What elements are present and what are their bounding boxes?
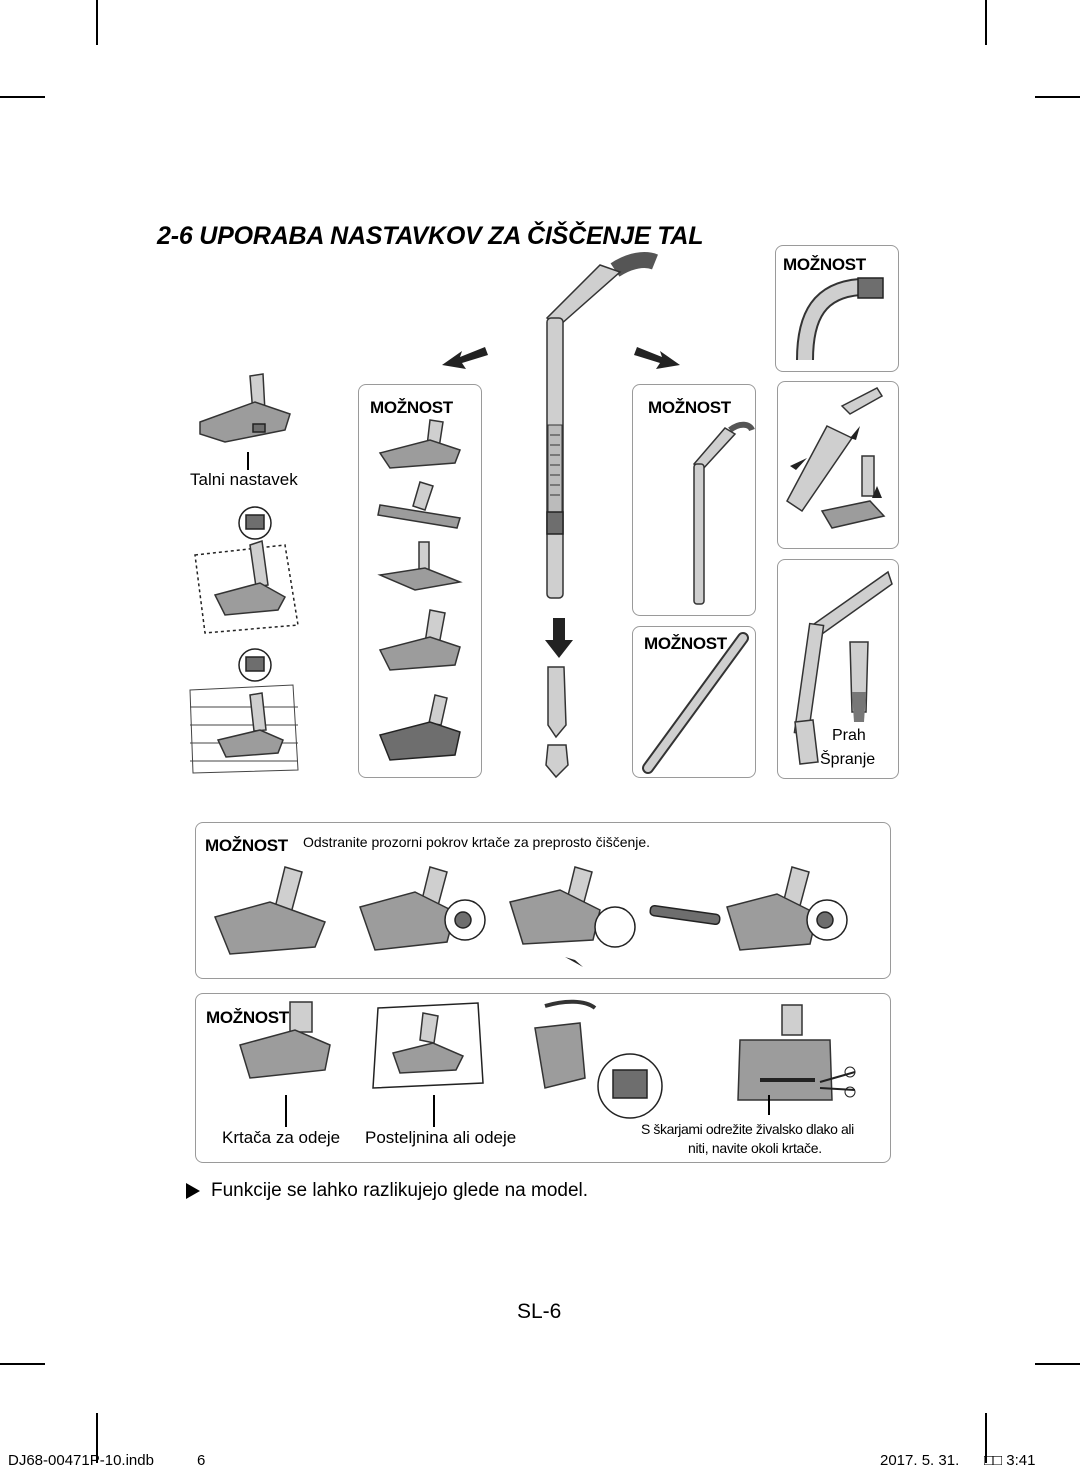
- pointer-line: [285, 1095, 287, 1127]
- hose-option-box: [775, 245, 899, 372]
- option-label: MOŽNOST: [648, 398, 731, 417]
- footer-page: 6: [197, 1452, 206, 1469]
- dust-label: Prah: [832, 727, 866, 744]
- nozzle-option-1-illustration: [378, 419, 461, 469]
- crop-mark: [0, 96, 45, 98]
- mini-turbo-illustration: [786, 387, 886, 529]
- footer-file: DJ68-00471P-10.indb: [8, 1452, 154, 1469]
- hard-floor-mode-illustration: [189, 648, 299, 774]
- hose-and-tube-illustration: [545, 252, 658, 599]
- arrow-down-icon: [545, 618, 573, 658]
- cleaning-note: Odstranite prozorni pokrov krtače za pre…: [303, 834, 651, 850]
- brush-step-5-illustration: [726, 866, 848, 951]
- nozzle-option-3-illustration: [377, 541, 463, 591]
- clothes-brush-illustration: [239, 1001, 331, 1079]
- brush-roll-illustration: [649, 904, 721, 926]
- crevice-label: Špranje: [820, 751, 876, 768]
- clothes-brush-label: Krtača za odeje: [222, 1128, 341, 1147]
- scissors-cut-illustration: [737, 1004, 856, 1101]
- brush-step-1-illustration: [213, 866, 326, 955]
- option-label: MOŽNOST: [783, 255, 866, 274]
- crop-mark: [985, 1413, 987, 1463]
- model-note: Funkcije se lahko razlikujejo glede na m…: [211, 1180, 589, 1201]
- floor-nozzle-illustration: [199, 373, 291, 443]
- bedding-illustration: [372, 1002, 484, 1089]
- crevice-tool-illustration: [545, 666, 569, 779]
- tube-option-illustration: [692, 421, 755, 605]
- option-label: MOŽNOST: [370, 398, 453, 417]
- nozzle-option-5-illustration: [378, 694, 461, 761]
- pointer-line: [433, 1095, 435, 1127]
- crop-mark: [1035, 1363, 1080, 1365]
- remove-cover-illustration: [534, 999, 663, 1119]
- crevice-dust-illustration: [793, 570, 893, 765]
- brush-step-3-illustration: [509, 866, 636, 967]
- pointer-line: [247, 452, 249, 470]
- crop-mark: [96, 1413, 98, 1463]
- brush-step-2-illustration: [359, 866, 486, 951]
- floor-nozzle-label: Talni nastavek: [190, 470, 298, 489]
- crop-mark: [985, 0, 987, 45]
- scissors-note-line2: niti, navite okoli krtače.: [688, 1140, 822, 1156]
- triangle-right-icon: [186, 1183, 200, 1199]
- footer-time: □□ 3:41: [984, 1452, 1036, 1469]
- crop-mark: [0, 1363, 45, 1365]
- scissors-note-line1: S škarjami odrežite živalsko dlako ali: [641, 1121, 854, 1137]
- arrow-left-down-icon: [442, 347, 488, 369]
- crop-mark: [96, 0, 98, 45]
- extension-tube-illustration: [642, 632, 749, 774]
- pointer-line: [768, 1095, 770, 1115]
- hose-option-illustration: [796, 277, 884, 361]
- option-label: MOŽNOST: [205, 836, 288, 855]
- crop-mark: [1035, 96, 1080, 98]
- carpet-mode-illustration: [194, 506, 299, 634]
- option-label: MOŽNOST: [644, 634, 727, 653]
- section-title: 2-6 UPORABA NASTAVKOV ZA ČIŠČENJE TAL: [157, 222, 704, 250]
- arrow-right-down-icon: [634, 347, 680, 369]
- bedding-label: Posteljnina ali odeje: [365, 1128, 517, 1147]
- nozzle-option-4-illustration: [378, 609, 461, 671]
- page-number: SL-6: [517, 1300, 562, 1323]
- nozzle-option-2-illustration: [377, 481, 461, 529]
- footer-date: 2017. 5. 31.: [880, 1452, 960, 1469]
- option-label: MOŽNOST: [206, 1008, 289, 1027]
